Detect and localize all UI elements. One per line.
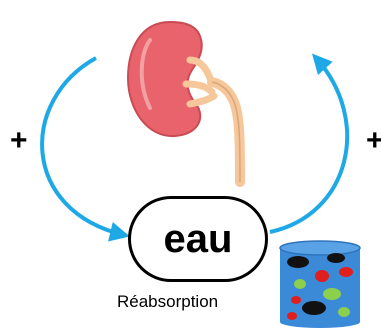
kidney-icon — [128, 22, 240, 182]
left-plus-sign: + — [10, 126, 28, 156]
right-arrow — [270, 58, 347, 232]
water-node: eau — [128, 196, 268, 282]
reabsorption-caption: Réabsorption — [117, 292, 218, 312]
right-plus-sign: + — [366, 126, 381, 156]
tubule-cylinder-icon — [280, 241, 360, 328]
water-label: eau — [164, 217, 233, 262]
left-arrow — [42, 58, 124, 235]
